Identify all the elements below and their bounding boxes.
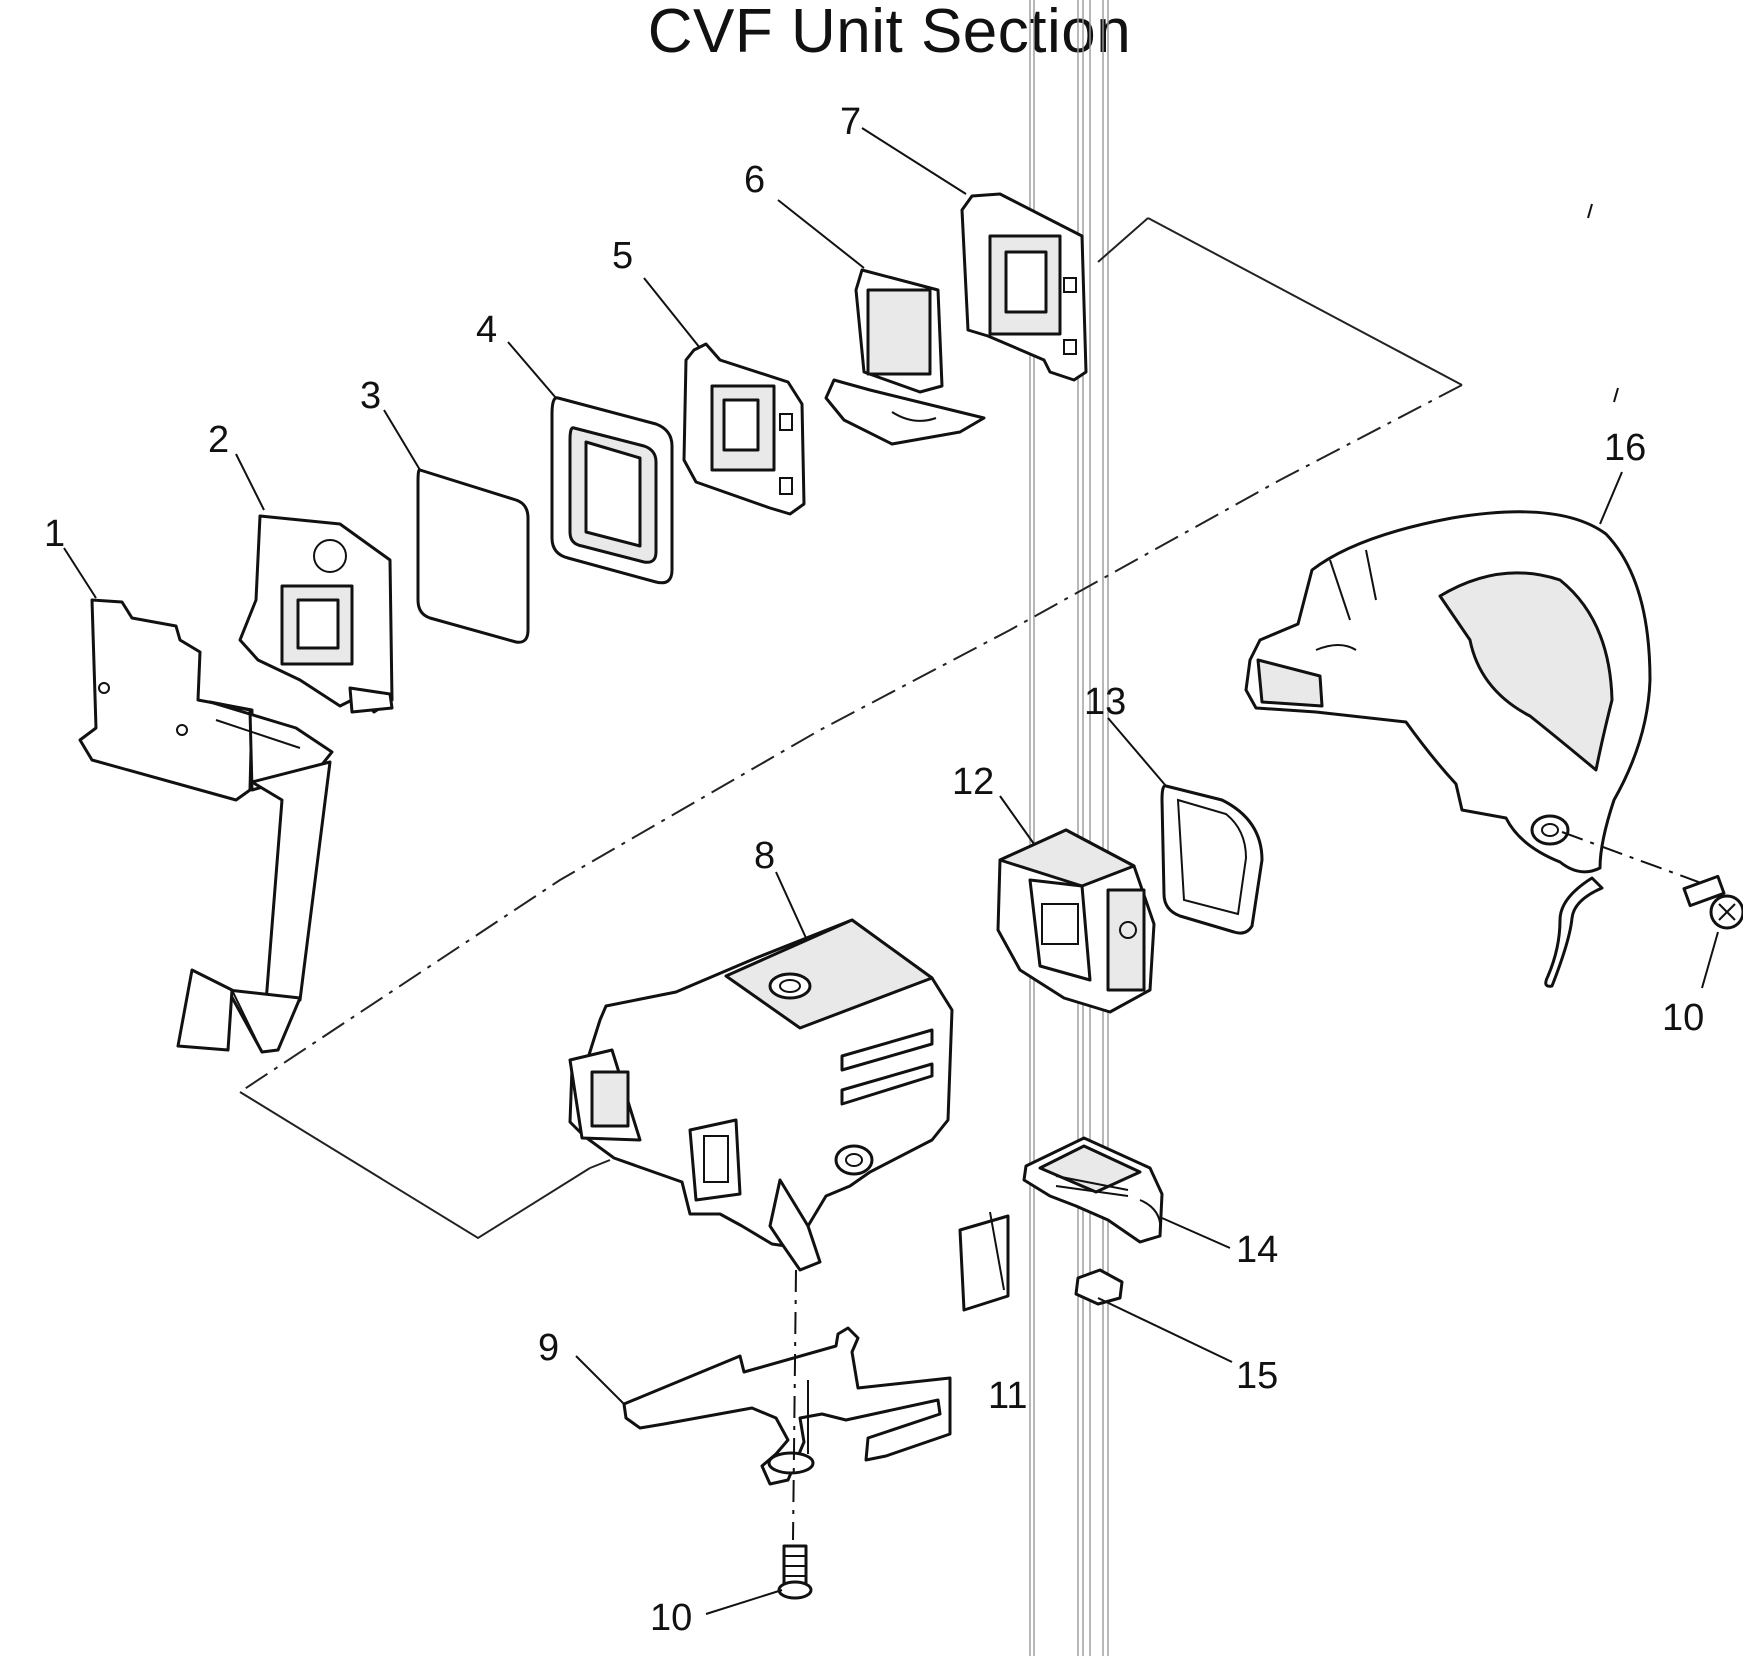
part-10-screw-bottom [777, 1544, 813, 1600]
leader-lines [63, 127, 1719, 1615]
part-2-lcd-holder [238, 514, 394, 714]
part-10-screw-right [1682, 874, 1743, 930]
callout-12: 12 [952, 761, 994, 803]
callout-2: 2 [208, 419, 229, 461]
part-9-mount-bracket [622, 1326, 952, 1486]
stray-marks [1587, 203, 1619, 403]
callout-10-right: 10 [1662, 997, 1704, 1039]
callout-10-bottom: 10 [650, 1597, 692, 1639]
part-11-small-sheet [958, 1214, 1010, 1312]
diagram-title: CVF Unit Section [647, 0, 1132, 66]
reference-plane-upper [239, 217, 1463, 1093]
callout-4: 4 [476, 309, 497, 351]
part-7-lcd-holder [960, 192, 1088, 382]
part-16-eyecup-housing [1244, 510, 1652, 988]
callout-13: 13 [1084, 681, 1126, 723]
part-3-diffuser-sheet [416, 468, 530, 644]
part-6-lcd-panel [824, 268, 986, 446]
part-12-lens-holder [996, 828, 1156, 1014]
callout-9: 9 [538, 1327, 559, 1369]
part-15-small-block [1074, 1268, 1124, 1306]
reference-plane-lower [239, 1091, 611, 1240]
part-1-lcd-bracket [78, 598, 334, 1054]
callout-16: 16 [1604, 427, 1646, 469]
callout-numbers: 1 2 3 4 5 6 7 8 9 10 10 11 12 13 14 15 1… [44, 101, 1704, 1639]
callout-11: 11 [988, 1375, 1027, 1417]
callout-1: 1 [44, 513, 65, 555]
callout-3: 3 [360, 375, 381, 417]
callout-14: 14 [1236, 1229, 1278, 1271]
callout-15: 15 [1236, 1355, 1278, 1397]
part-13-eyepiece-lens [1160, 784, 1264, 935]
callout-7: 7 [840, 101, 861, 143]
callout-8: 8 [754, 835, 775, 877]
part-4-lcd-frame [550, 396, 674, 585]
assembly-axis-lines [792, 831, 1705, 1541]
callout-6: 6 [744, 159, 765, 201]
part-14-clip-holder [1022, 1136, 1164, 1244]
callout-5: 5 [612, 235, 633, 277]
part-5-bracket-plate [682, 342, 806, 516]
part-8-cvf-chassis [568, 918, 954, 1272]
